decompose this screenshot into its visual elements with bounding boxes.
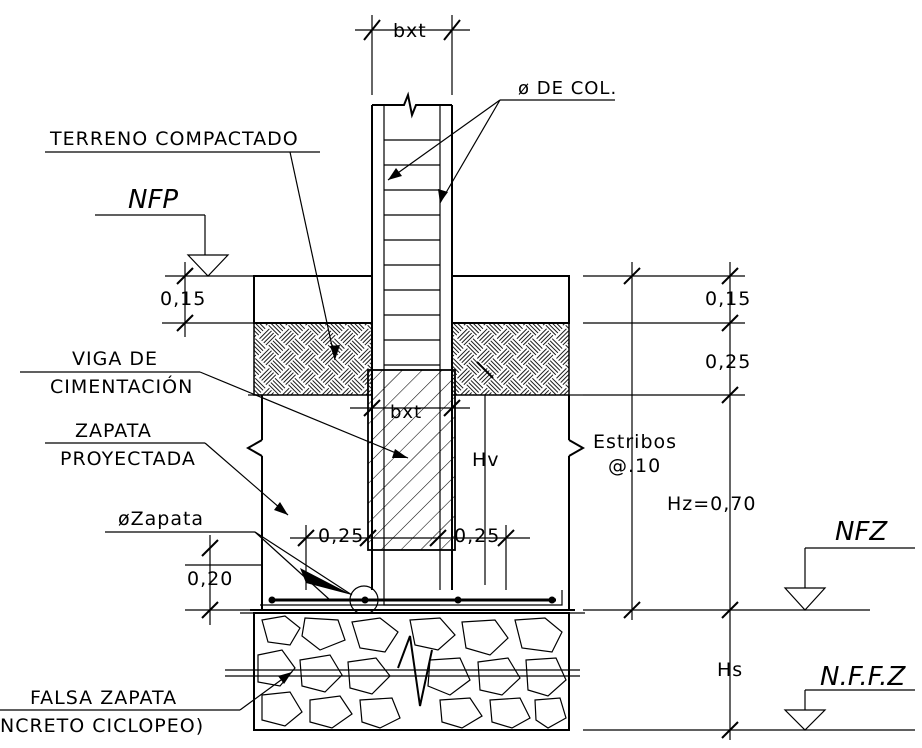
- label-hv: Hv: [472, 449, 500, 471]
- label-nfp: NFP: [128, 185, 178, 215]
- compacted-soil-right: [451, 322, 570, 396]
- level-nfz: [783, 547, 915, 611]
- label-estribos-2: @.10: [608, 455, 661, 477]
- floor-slab: [253, 275, 570, 324]
- label-nfz: NFZ: [835, 517, 888, 547]
- label-bxt-top: bxt: [393, 20, 427, 42]
- leader-viga: [20, 371, 409, 459]
- label-falsa-1: FALSA ZAPATA: [30, 687, 177, 709]
- false-footing: [225, 612, 580, 731]
- dim-bxt-inner: [350, 399, 470, 417]
- label-viga-1: VIGA DE: [72, 348, 158, 370]
- label-bxt-inner: bxt: [390, 402, 422, 423]
- leader-falsa: [0, 671, 293, 711]
- leader-phi-zapata: [105, 531, 353, 601]
- dim-015-left: [162, 262, 254, 337]
- label-phi-zapata: øZapata: [118, 508, 204, 530]
- label-nffz: N.F.F.Z: [820, 662, 906, 692]
- label-025-right: 0,25: [705, 351, 751, 373]
- leader-phi-col: [387, 99, 615, 204]
- label-hs: Hs: [717, 659, 743, 681]
- dim-right-vertical: [583, 262, 915, 740]
- label-zapata-2: PROYECTADA: [60, 448, 196, 470]
- label-phi-col: ø DE COL.: [518, 78, 617, 99]
- label-020: 0,20: [187, 568, 233, 590]
- label-025-b: 0,25: [454, 525, 500, 547]
- label-025-a: 0,25: [318, 525, 364, 547]
- label-zapata-1: ZAPATA: [75, 420, 152, 442]
- label-015-right: 0,15: [705, 288, 751, 310]
- footing: [240, 394, 586, 615]
- compacted-soil-left: [253, 322, 373, 396]
- leader-terreno: [45, 151, 340, 361]
- dim-025-bottom: [290, 525, 530, 590]
- dim-hv: [476, 361, 494, 585]
- label-falsa-2: NCRETO CICLOPEO): [0, 715, 204, 737]
- foundation-beam: [367, 369, 456, 551]
- dim-bxt-top: [355, 15, 470, 95]
- column: [371, 91, 453, 590]
- label-viga-2: CIMENTACIÓN: [50, 374, 193, 398]
- label-terreno: TERRENO COMPACTADO: [49, 128, 299, 150]
- label-hz: Hz=0,70: [667, 493, 757, 515]
- label-015-left: 0,15: [160, 288, 206, 310]
- label-estribos-1: Estribos: [593, 431, 677, 453]
- leader-zapata: [45, 442, 289, 516]
- level-nffz: [783, 689, 915, 731]
- level-nfp: [95, 214, 255, 277]
- dim-020: [185, 535, 262, 625]
